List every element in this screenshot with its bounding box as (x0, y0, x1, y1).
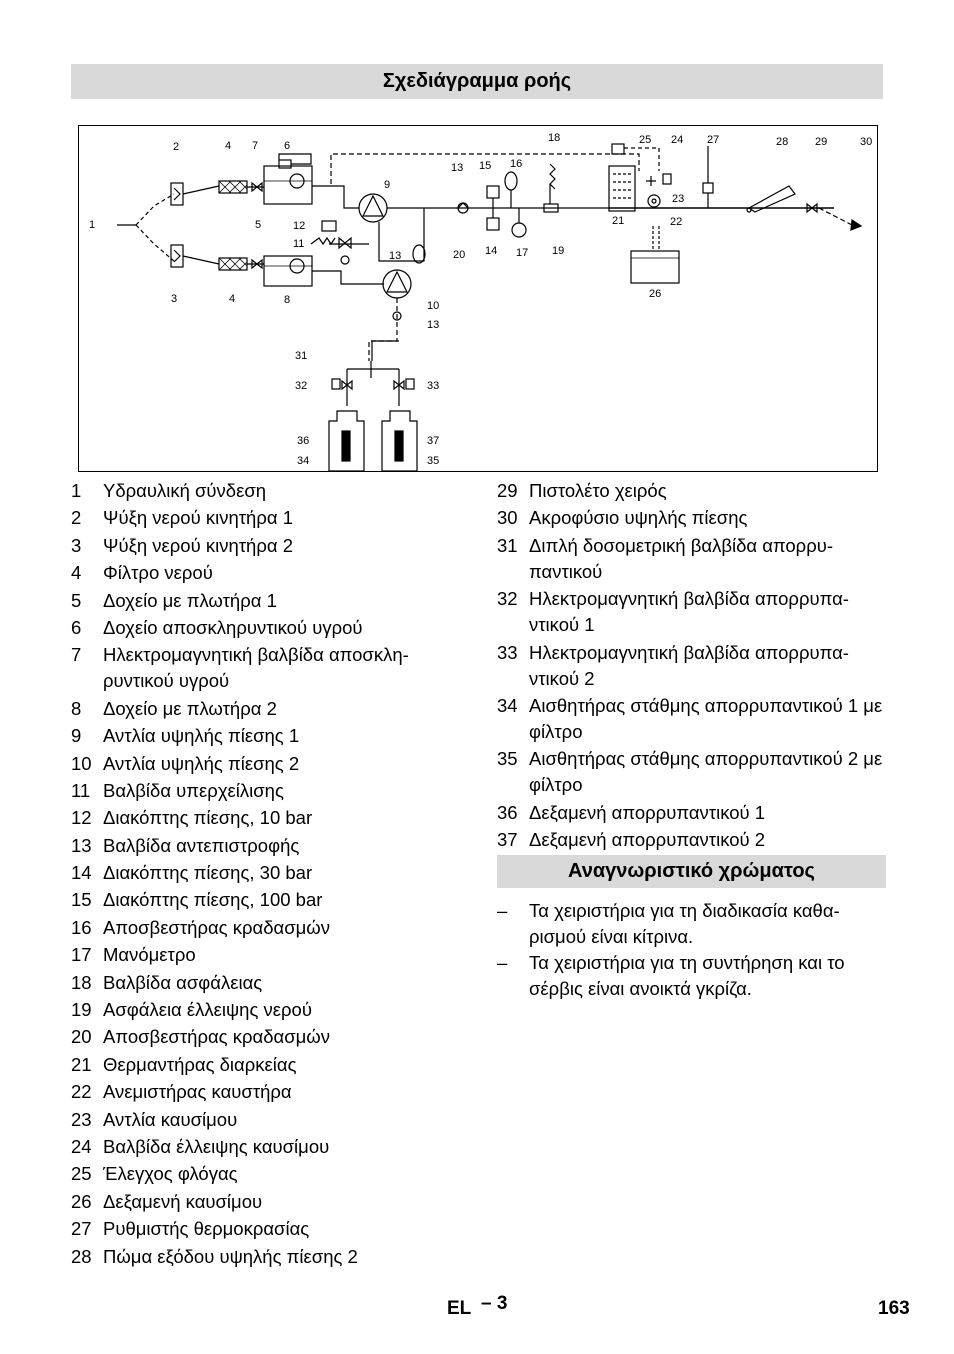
diagram-label: 23 (672, 193, 684, 205)
diagram-label: 32 (295, 380, 307, 392)
diagram-label: 19 (552, 245, 564, 257)
diagram-label: 1 (89, 219, 95, 231)
diagram-label: 30 (860, 136, 872, 148)
diagram-label: 18 (548, 132, 560, 144)
diagram-label: 29 (815, 136, 827, 148)
diagram-label: 10 (427, 300, 439, 312)
diagram-label: 11 (293, 238, 304, 250)
diagram-label: 37 (427, 435, 439, 447)
diagram-label: 25 (639, 134, 651, 146)
diagram-label: 4 (225, 140, 231, 152)
diagram-label: 13 (389, 250, 401, 262)
page-number: 163 (878, 1298, 910, 1319)
diagram-label: 9 (384, 179, 390, 191)
footer-language: EL (447, 1298, 472, 1319)
diagram-label: 21 (612, 215, 624, 227)
diagram-label: 28 (776, 136, 788, 148)
diagram-label: 6 (284, 140, 290, 152)
diagram-label: 20 (453, 249, 465, 261)
diagram-label: 34 (297, 455, 309, 467)
flow-diagram: 1 2 3 4 4 5 6 7 8 9 10 11 12 13 13 13 14… (78, 125, 878, 472)
section-heading: Αναγνωριστικό χρώματος (497, 855, 886, 888)
diagram-label: 33 (427, 380, 439, 392)
diagram-label: 27 (707, 134, 719, 146)
diagram-label: 8 (284, 294, 290, 306)
diagram-label: 17 (516, 247, 528, 259)
diagram-label: 7 (252, 140, 258, 152)
list-item: –Τα χειριστήρια για τη διαδικασία καθα-ρ… (497, 900, 840, 947)
page-title: Σχεδιάγραμμα ροής (71, 64, 883, 99)
diagram-label: 4 (229, 293, 235, 305)
diagram-label: 12 (293, 220, 305, 232)
flow-diagram-drawing: 1 2 3 4 4 5 6 7 8 9 10 11 12 13 13 13 14… (89, 132, 872, 472)
diagram-label: 2 (173, 141, 179, 153)
diagram-label: 24 (671, 134, 683, 146)
diagram-label: 26 (649, 288, 661, 300)
diagram-label: 36 (297, 435, 309, 447)
diagram-label: 13 (427, 319, 439, 331)
diagram-label: 15 (479, 160, 491, 172)
diagram-label: 22 (670, 216, 682, 228)
color-list: –Τα χειριστήρια για τη διαδικασία καθα-ρ… (497, 898, 887, 1002)
diagram-label: 35 (427, 455, 439, 467)
list-item: –Τα χειριστήρια για τη συντήρηση και το … (497, 952, 845, 999)
diagram-label: 16 (510, 158, 522, 170)
diagram-label: 5 (255, 219, 261, 231)
diagram-label: 13 (451, 162, 463, 174)
diagram-label: 14 (485, 245, 497, 257)
diagram-label: 31 (295, 350, 307, 362)
footer-section-number: – 3 (481, 1293, 508, 1314)
diagram-label: 3 (171, 293, 177, 305)
